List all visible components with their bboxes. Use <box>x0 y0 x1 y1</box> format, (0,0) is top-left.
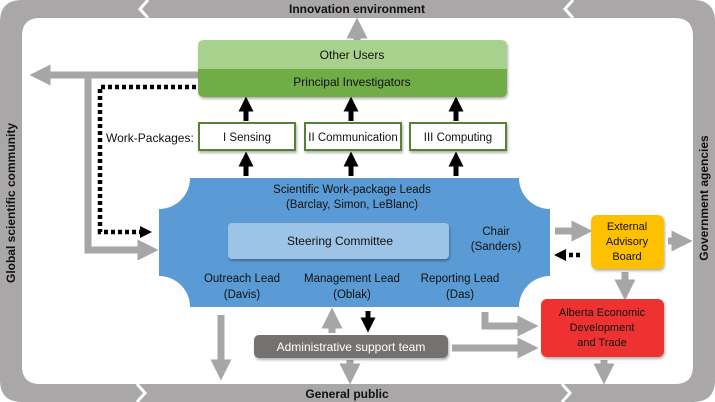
dotted-arrowhead-right <box>554 249 566 261</box>
external-advisory-board-line2: Advisory <box>606 236 649 248</box>
alberta-line2: Development <box>570 322 635 334</box>
steering-committee-box[interactable] <box>228 223 449 259</box>
admin-support-team-label: Administrative support team <box>277 340 426 354</box>
work-packages-label: Work-Packages: <box>106 131 194 145</box>
arrow-reporting-to-alberta <box>481 312 539 337</box>
external-advisory-board-line1: External <box>607 221 647 233</box>
global-scientific-community-label: Global scientific community <box>4 123 18 283</box>
admin-support-team-box[interactable] <box>254 335 448 358</box>
management-lead-label: Management Lead <box>304 273 400 285</box>
reporting-lead-name: (Das) <box>446 289 474 301</box>
black-connectors <box>238 96 464 333</box>
wp-leads-title: Scientific Work-package Leads <box>273 184 431 196</box>
outreach-lead-label: Outreach Lead <box>204 273 280 285</box>
chair-name: (Sanders) <box>471 241 522 253</box>
work-package-communication[interactable] <box>304 122 402 151</box>
dotted-pi-to-leadership <box>97 84 196 235</box>
users-box <box>198 40 507 97</box>
government-agencies-label: Government agencies <box>697 135 711 261</box>
arrow-global-to-leadership <box>84 78 159 261</box>
gray-connectors <box>29 17 693 385</box>
work-package-sensing[interactable] <box>198 122 296 151</box>
work-package-communication-label: II Communication <box>308 132 397 144</box>
alberta-economic-development-box[interactable] <box>541 299 664 357</box>
wp-leads-names: (Barclay, Simon, LeBlanc) <box>286 199 418 211</box>
management-lead-name: (Oblak) <box>333 289 371 301</box>
work-package-sensing-label: I Sensing <box>223 132 271 144</box>
steering-committee-label: Steering Committee <box>287 234 393 248</box>
general-public-label: General public <box>305 387 389 401</box>
external-advisory-board-box[interactable] <box>591 215 664 269</box>
work-package-computing-label: III Computing <box>424 132 492 144</box>
other-users-label: Other Users <box>320 48 385 62</box>
dotted-connectors <box>97 84 580 258</box>
external-advisory-board-line3: Board <box>612 251 641 263</box>
alberta-line3: and Trade <box>577 337 627 349</box>
outreach-lead-name: (Davis) <box>224 289 261 301</box>
innovation-environment-label: Innovation environment <box>289 2 425 16</box>
alberta-line1: Alberta Economic <box>559 307 646 319</box>
principal-investigators-label: Principal Investigators <box>293 75 410 89</box>
dotted-arrowhead-left <box>140 226 152 238</box>
reporting-lead-label: Reporting Lead <box>421 273 500 285</box>
work-package-computing[interactable] <box>409 122 507 151</box>
chair-label: Chair <box>482 226 510 238</box>
